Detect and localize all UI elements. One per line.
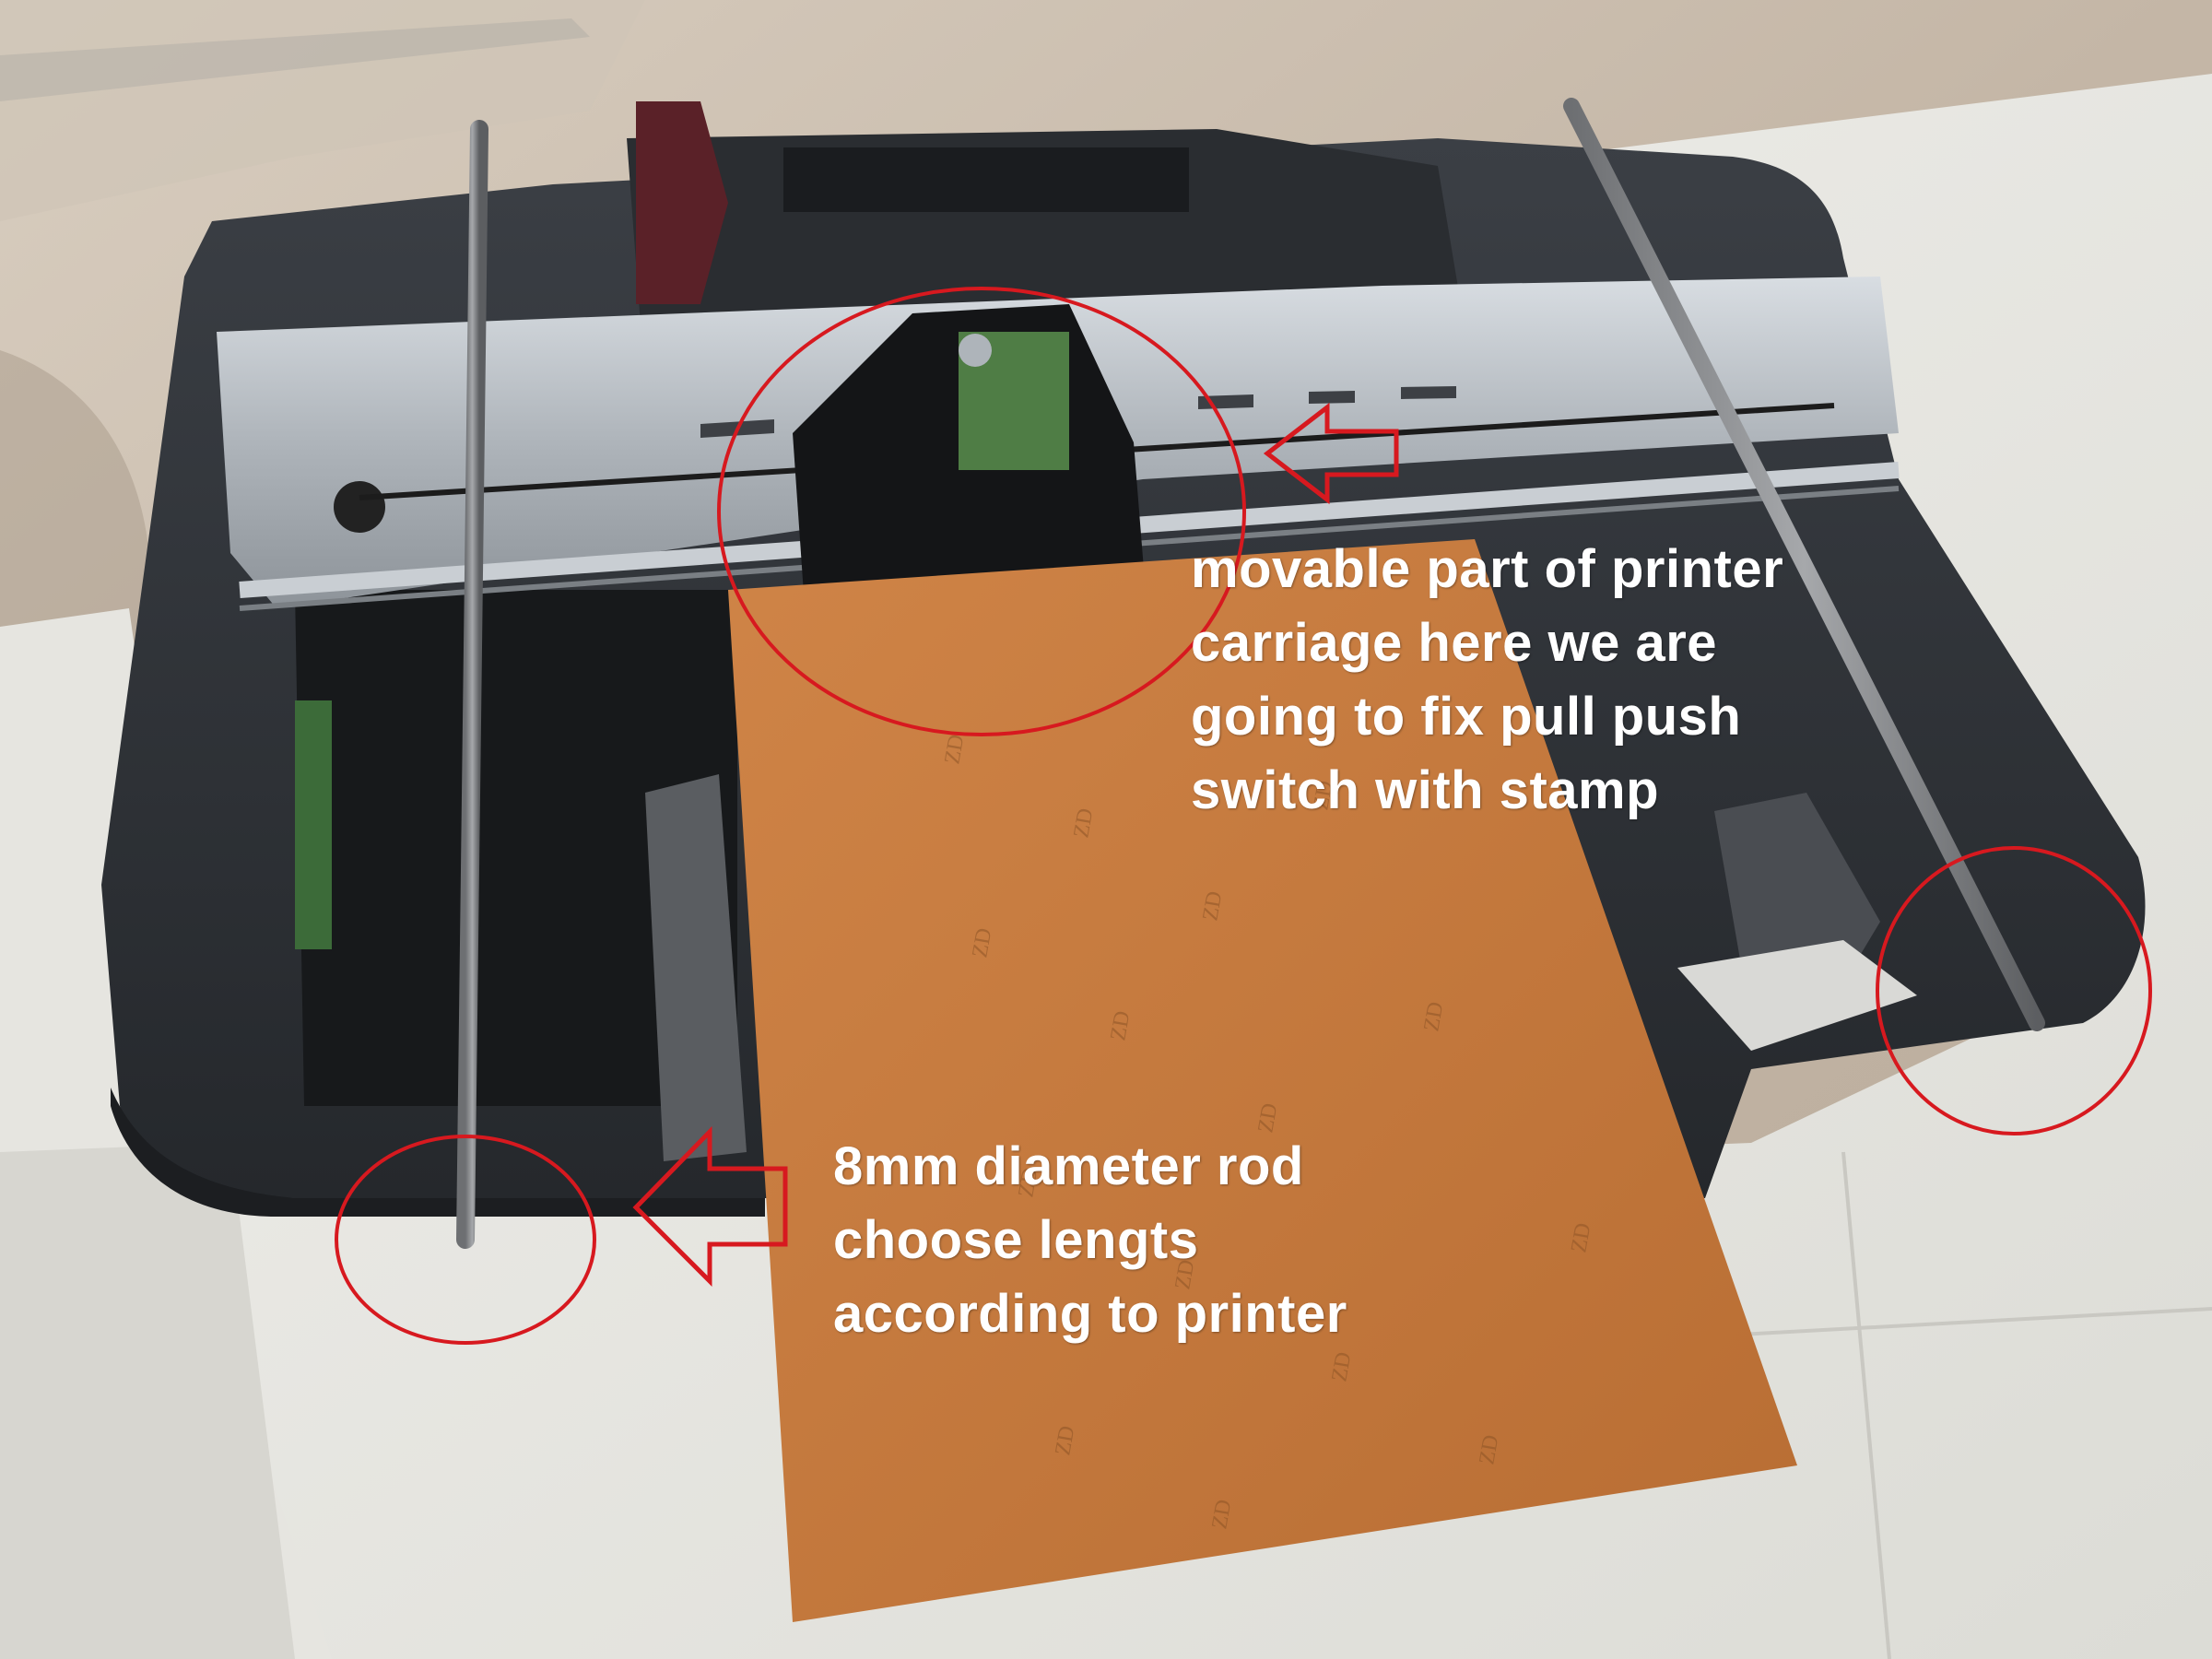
board-mark: ZD — [1069, 806, 1098, 840]
floor-tiles — [0, 1143, 295, 1659]
board-mark: ZD — [1327, 1350, 1356, 1383]
board-mark: ZD — [1051, 1424, 1079, 1457]
board-mark: ZD — [1106, 1009, 1135, 1042]
arrow-to-rod — [632, 1125, 788, 1288]
board-mark: ZD — [1567, 1221, 1595, 1254]
carriage-caption: movable part of printer carriage here we… — [1191, 533, 1783, 828]
carriage-caption-line: carriage here we are — [1191, 613, 1718, 673]
board-mark: ZD — [1253, 1101, 1282, 1135]
board-watermarks: ZD ZD ZD ZD ZD ZD ZD ZD ZD ZD ZD ZD ZD Z… — [940, 733, 1595, 1531]
printer-rim — [111, 1088, 765, 1217]
rod-caption-line: according to printer — [833, 1284, 1347, 1344]
arrow-to-carriage — [1263, 402, 1399, 505]
drive-pulley — [334, 481, 385, 533]
board-mark: ZD — [940, 733, 969, 766]
rod-caption: 8mm diameter rod choose lengts according… — [833, 1130, 1347, 1351]
carriage-caption-line: movable part of printer — [1191, 539, 1784, 599]
tile-line — [1841, 1151, 1891, 1659]
tile-line — [1704, 1307, 2212, 1338]
rod-caption-line: 8mm diameter rod — [833, 1136, 1304, 1196]
copper-board — [728, 539, 1797, 1622]
inner-cavity — [295, 590, 737, 1106]
board-mark: ZD — [968, 926, 996, 959]
vent-grille — [783, 147, 1189, 212]
board-mark: ZD — [1207, 1498, 1236, 1531]
board-mark: ZD — [1419, 1000, 1448, 1033]
maroon-bracket — [636, 101, 728, 304]
carriage-caption-line: switch with stamp — [1191, 760, 1660, 820]
rod-end-highlight-circle-right — [1876, 846, 2152, 1135]
guide-rod-left — [456, 120, 488, 1249]
capacitor — [959, 334, 992, 367]
carriage-caption-line: going to fix pull push — [1191, 687, 1742, 747]
white-plate — [1677, 940, 1917, 1051]
gray-arm — [645, 774, 747, 1161]
green-board — [295, 700, 332, 949]
board-mark: ZD — [1475, 1433, 1503, 1466]
carriage-highlight-circle — [717, 287, 1246, 736]
rod-end-highlight-circle-left — [335, 1135, 596, 1345]
board-mark: ZD — [1014, 1166, 1042, 1199]
board-mark: ZD — [1309, 779, 1337, 812]
guide-rod-right — [1563, 98, 2045, 1031]
wall-crack — [0, 18, 590, 101]
board-mark: ZD — [1198, 889, 1227, 923]
board-mark: ZD — [1171, 1258, 1199, 1291]
rod-caption-line: choose lengts — [833, 1210, 1199, 1270]
